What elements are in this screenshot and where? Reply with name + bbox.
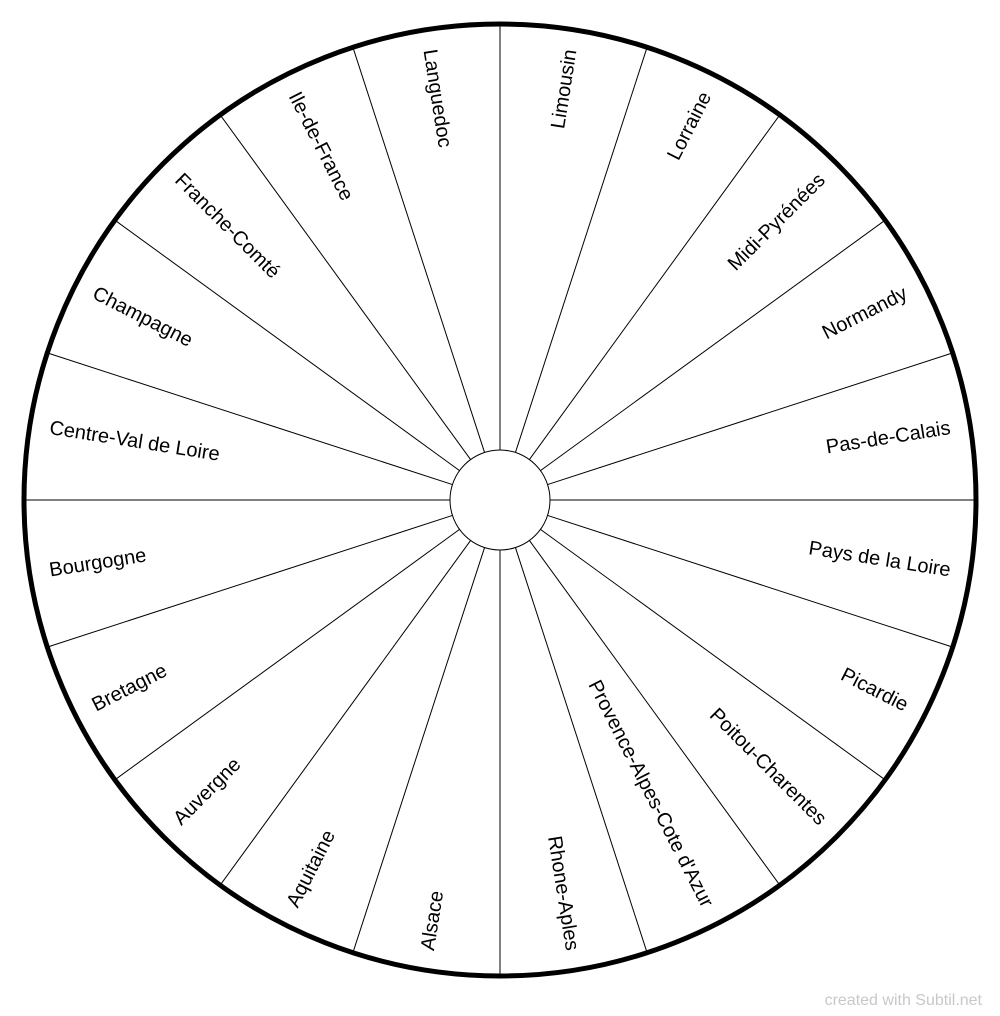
- segment-label: Limousin: [547, 48, 581, 131]
- segment-label: Bretagne: [88, 660, 170, 716]
- segment-divider: [528, 540, 781, 886]
- segment-label: Midi-Pyrénées: [724, 169, 830, 275]
- watermark: created with Subtil.net: [824, 992, 982, 1009]
- segment-label: Auvergne: [169, 754, 245, 830]
- segment-divider: [540, 528, 886, 781]
- segment-divider: [219, 540, 472, 886]
- segment-label: Pas-de-Calais: [824, 417, 952, 458]
- center-hub: [449, 449, 551, 551]
- segment-label: Ile-de-France: [284, 88, 358, 204]
- segment-divider: [528, 114, 781, 460]
- segment-label: Aquitaine: [283, 827, 340, 911]
- segment-divider: [540, 219, 886, 472]
- segment-label: Pays de la Loire: [807, 537, 952, 581]
- segment-label: Picardie: [837, 664, 911, 716]
- segment-divider: [514, 47, 648, 453]
- segment-label: Languedoc: [419, 48, 456, 149]
- segment-label: Normandy: [819, 283, 911, 344]
- segment-dividers: [24, 24, 976, 976]
- segment-divider: [352, 47, 486, 453]
- segment-divider: [47, 352, 453, 486]
- segment-divider: [114, 219, 460, 472]
- segment-label: Centre-Val de Loire: [48, 417, 221, 466]
- segment-label: Bourgogne: [48, 544, 148, 581]
- segment-label: Rhone-Aples: [543, 834, 583, 952]
- outer-rim: [21, 21, 979, 979]
- segment-divider: [547, 514, 953, 648]
- segment-divider: [219, 114, 472, 460]
- segment-label: Poitou-Charentes: [705, 704, 831, 830]
- segment-divider: [514, 547, 648, 953]
- segment-divider: [547, 352, 953, 486]
- segment-divider: [114, 528, 460, 781]
- segment-divider: [47, 514, 453, 648]
- segment-label: Lorraine: [663, 88, 716, 163]
- segment-label: Provence-Alpes-Cote d'Azur: [584, 677, 718, 912]
- segment-label: Champagne: [89, 283, 196, 352]
- segment-label: Franche-Comté: [170, 169, 284, 283]
- segment-divider: [352, 547, 486, 953]
- segment-label: Alsace: [417, 889, 448, 952]
